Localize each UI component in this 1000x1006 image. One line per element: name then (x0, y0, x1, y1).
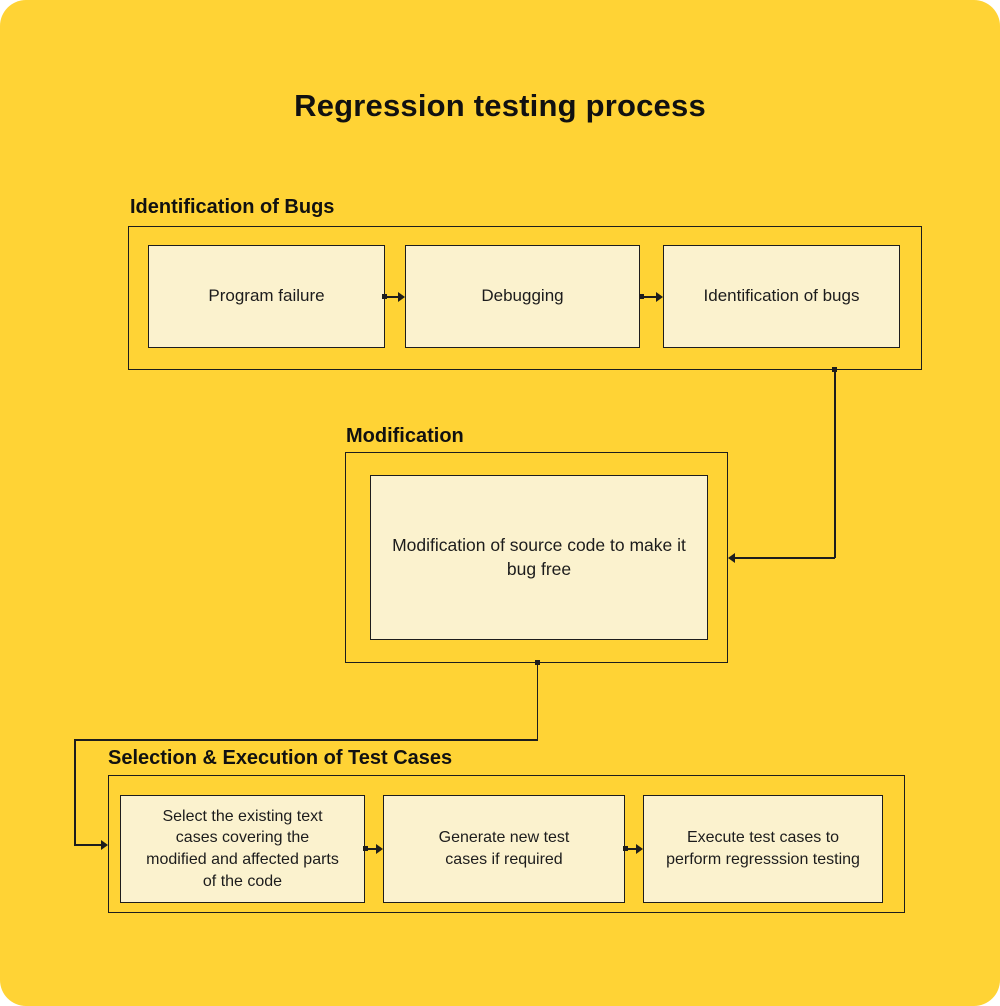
node-program-failure-label: Program failure (208, 286, 325, 306)
node-modification-source-code: Modification of source code to make it b… (370, 475, 708, 640)
group-box-selection-execution (108, 775, 905, 913)
node-debugging: Debugging (405, 245, 640, 348)
connector-dot (382, 294, 387, 299)
node-execute-test-cases: Execute test cases to perform regresssio… (643, 795, 883, 903)
node-generate-new-cases-label: Generate new test cases if required (438, 829, 570, 868)
connector-line-horizontal-1 (74, 739, 538, 741)
connector-dot (832, 367, 837, 372)
connector-line-horizontal-2 (74, 844, 101, 846)
arrowhead-right-icon (656, 291, 663, 302)
section-label-modification: Modification (346, 425, 464, 447)
node-identification-of-bugs: Identification of bugs (663, 245, 900, 348)
connector-line-vertical-2 (74, 739, 76, 845)
connector-line (641, 296, 657, 298)
node-select-existing-cases-label: Select the existing text cases covering … (146, 807, 339, 890)
arrowhead-right-icon (636, 843, 643, 854)
connector-line (365, 848, 378, 850)
connector-line-vertical (834, 370, 836, 558)
arrowhead-left-icon (728, 553, 735, 563)
arrowhead-right-icon (398, 291, 405, 302)
section-label-selection-execution: Selection & Execution of Test Cases (108, 747, 453, 769)
arrowhead-right-icon (101, 839, 108, 850)
diagram-title: Regression testing process (294, 88, 706, 123)
connector-line (385, 296, 399, 298)
node-program-failure: Program failure (148, 245, 385, 348)
group-box-identification-of-bugs (128, 226, 922, 370)
node-modification-source-code-label: Modification of source code to make it b… (392, 534, 686, 579)
node-generate-new-cases: Generate new test cases if required (383, 795, 625, 903)
connector-line (625, 848, 638, 850)
node-execute-test-cases-label: Execute test cases to perform regresssio… (666, 829, 860, 868)
section-label-identification-of-bugs: Identification of Bugs (130, 196, 335, 218)
node-identification-of-bugs-label: Identification of bugs (703, 286, 860, 306)
node-select-existing-cases: Select the existing text cases covering … (120, 795, 365, 903)
arrowhead-right-icon (376, 843, 383, 854)
node-debugging-label: Debugging (481, 286, 564, 306)
connector-dot (535, 660, 540, 665)
connector-line-horizontal (735, 557, 835, 559)
connector-line-vertical-1 (536, 663, 538, 740)
